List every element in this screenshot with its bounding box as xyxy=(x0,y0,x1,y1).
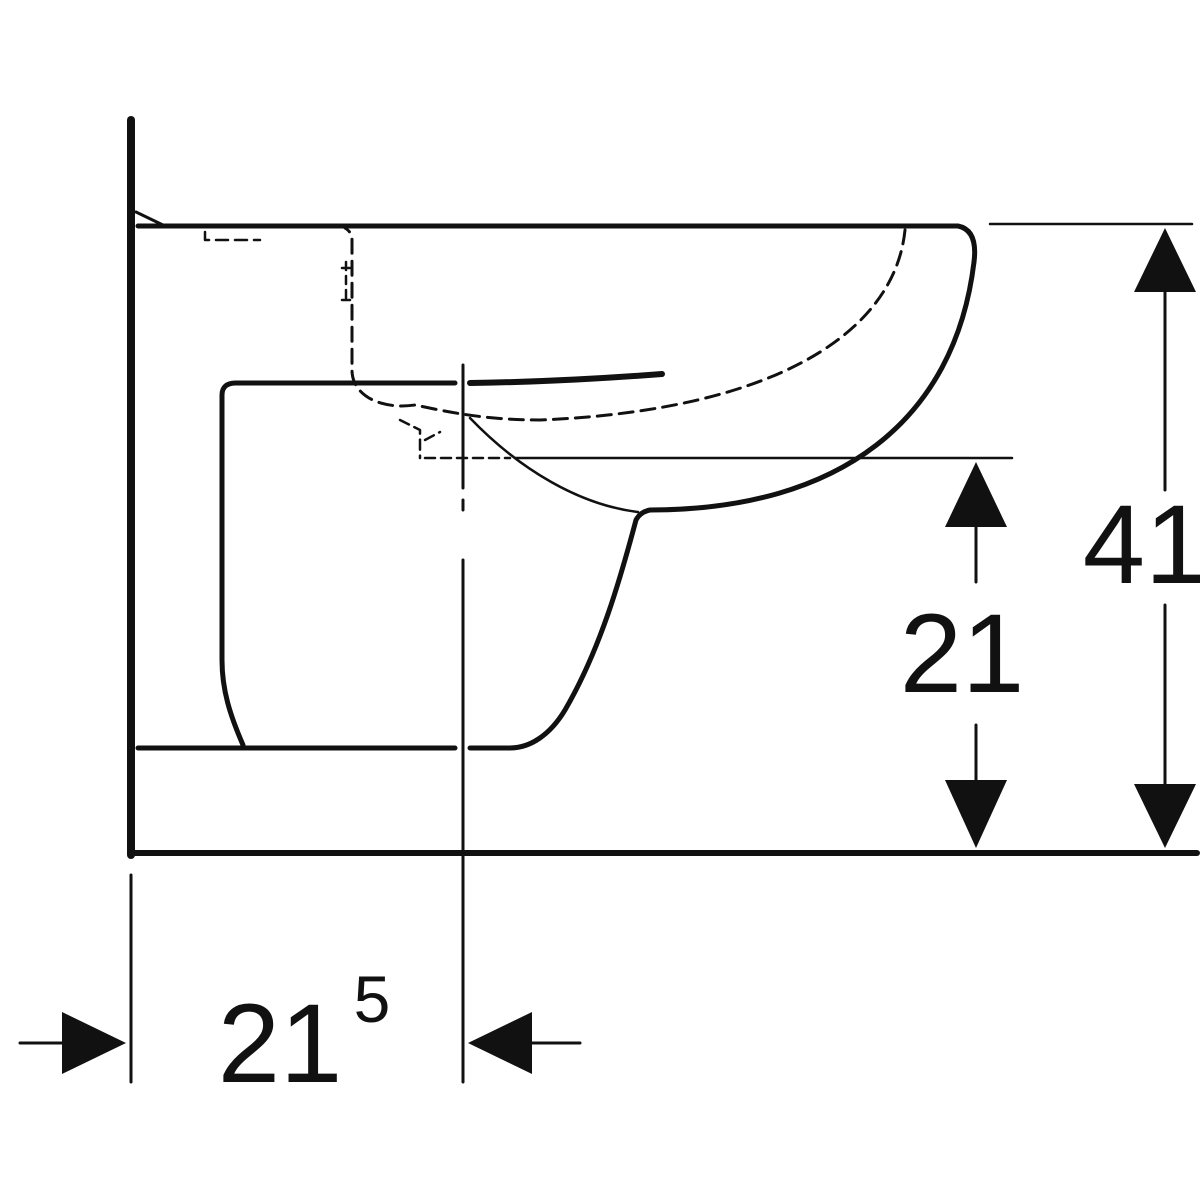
wall-hook xyxy=(134,210,167,228)
dim-21-arrow-up xyxy=(945,462,1007,527)
dim-label-21-5-main: 21 xyxy=(218,981,343,1106)
inner-frame xyxy=(219,380,458,748)
dim-label-21-5-sup: 5 xyxy=(354,962,391,1036)
bowl-outer xyxy=(467,259,977,751)
dim-41-arrow-down xyxy=(1134,784,1196,848)
dim-label-21: 21 xyxy=(900,591,1025,716)
hidden-side-ticks xyxy=(340,260,354,302)
hidden-upper-block xyxy=(203,230,262,242)
dim-label-41: 41 xyxy=(1083,482,1200,607)
dim-41-arrow-up xyxy=(1134,228,1196,292)
dim-215-arrow-right xyxy=(468,1012,532,1074)
dim-215-arrow-left xyxy=(62,1012,126,1074)
bowl-inner-line xyxy=(468,416,640,514)
hidden-bowl-curve xyxy=(343,226,907,422)
dim-21-arrow-down xyxy=(945,780,1007,848)
rim-line xyxy=(135,223,978,265)
seat-line xyxy=(467,371,665,386)
hidden-outlet xyxy=(398,418,512,460)
